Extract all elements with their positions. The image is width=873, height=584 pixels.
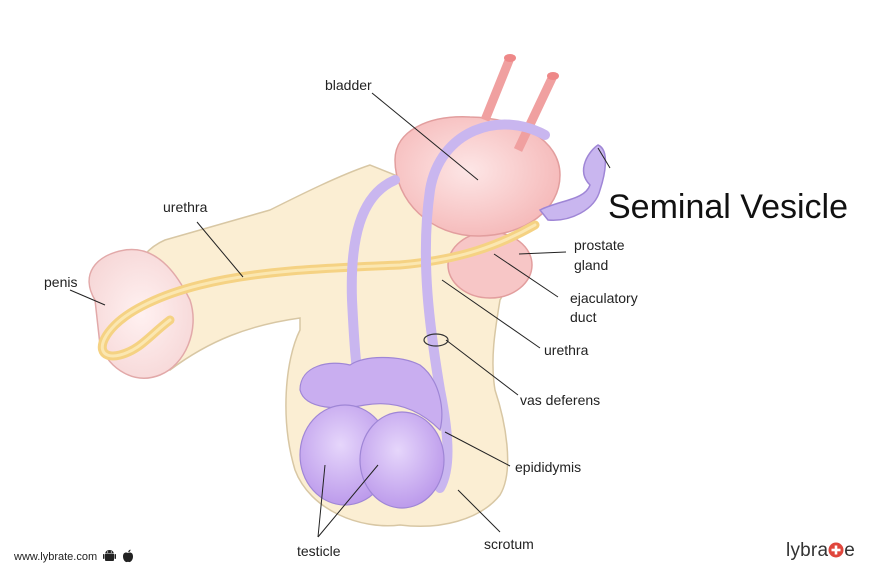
label-ejaculatory-2: duct bbox=[570, 309, 597, 325]
label-scrotum: scrotum bbox=[484, 536, 534, 552]
android-icon[interactable] bbox=[103, 549, 117, 566]
label-bladder: bladder bbox=[325, 77, 372, 93]
diagram-title: Seminal Vesicle bbox=[608, 188, 848, 226]
seminal-vesicle bbox=[538, 144, 607, 221]
label-penis: penis bbox=[44, 274, 77, 290]
penis-glans bbox=[88, 248, 194, 379]
footer-website: www.lybrate.com bbox=[14, 548, 134, 566]
apple-icon[interactable] bbox=[122, 549, 134, 566]
label-ejaculatory-1: ejaculatory bbox=[570, 290, 638, 306]
testicle-front bbox=[359, 411, 445, 509]
label-urethra-top: urethra bbox=[163, 199, 208, 215]
label-urethra-right: urethra bbox=[544, 342, 589, 358]
logo-text-part-a: lybra bbox=[786, 540, 829, 561]
leader-lines bbox=[69, 92, 611, 538]
label-testicle: testicle bbox=[297, 543, 341, 559]
label-prostate-2: gland bbox=[574, 257, 608, 273]
logo-plus-icon bbox=[828, 540, 844, 561]
website-text[interactable]: www.lybrate.com bbox=[14, 551, 98, 563]
ureters bbox=[480, 54, 559, 152]
logo-text-part-b: e bbox=[844, 540, 855, 561]
label-vas-deferens: vas deferens bbox=[520, 392, 600, 408]
label-prostate-1: prostate bbox=[574, 237, 625, 253]
label-epididymis: epididymis bbox=[515, 459, 581, 475]
